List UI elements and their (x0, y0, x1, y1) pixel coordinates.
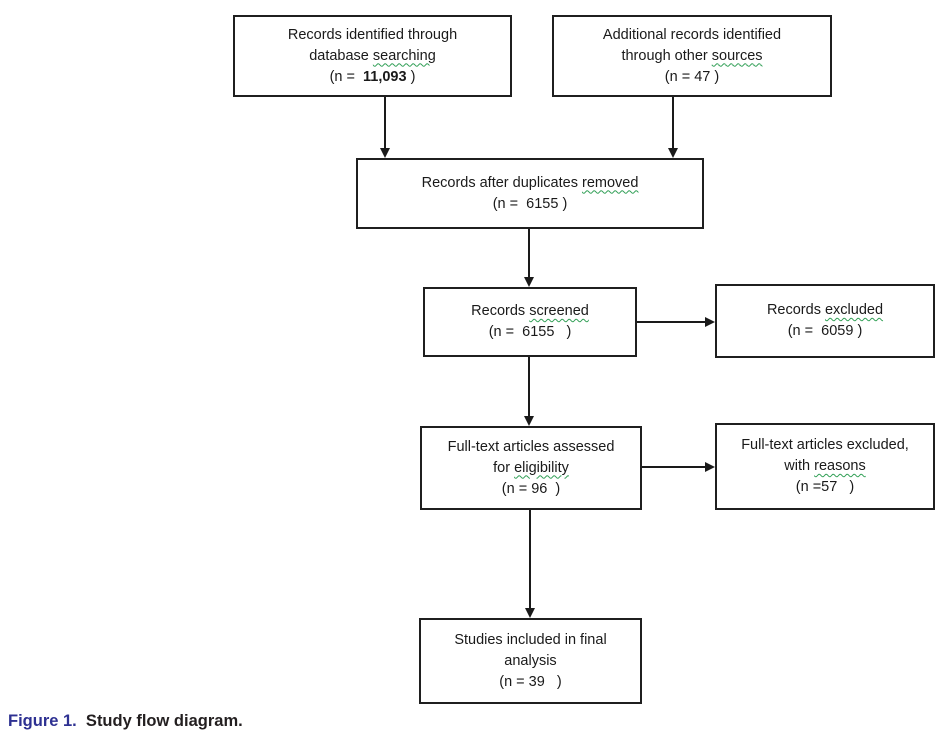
arrow-line (642, 466, 705, 468)
figure-caption: Figure 1. Study flow diagram. (8, 712, 243, 731)
box-text-line: Records after duplicates removed (421, 174, 639, 191)
box-additional-records: Additional records identified through ot… (552, 15, 832, 97)
box-text-line: with reasons (784, 458, 866, 474)
box-fulltext-excluded: Full-text articles excluded, with reason… (715, 423, 935, 510)
arrow-line (529, 510, 531, 608)
arrowhead-down-icon (380, 148, 390, 158)
arrow-line (528, 357, 530, 416)
box-records-identified: Records identified through database sear… (233, 15, 512, 97)
spellcheck-underline: removed (581, 174, 639, 191)
box-text-line: (n = 47 ) (664, 68, 720, 85)
box-text-line: (n = 6059 ) (787, 323, 863, 339)
spellcheck-underline: screened (529, 303, 589, 319)
box-text-line: (n = 39 ) (499, 673, 562, 690)
arrowhead-right-icon (705, 462, 715, 472)
arrow-line (384, 97, 386, 148)
box-text-line: through other sources (621, 47, 763, 64)
arrow-line (672, 97, 674, 148)
figure-caption-text: Study flow diagram. (76, 712, 243, 730)
box-records-screened: Records screened (n = 6155 ) (423, 287, 637, 357)
box-text-line: (n = 6155 ) (492, 195, 568, 212)
spellcheck-underline: reasons (814, 458, 866, 474)
box-text-line: (n = 11,093 ) (329, 68, 416, 85)
spellcheck-underline: eligibility (514, 459, 569, 476)
arrow-line (528, 229, 530, 277)
box-records-excluded: Records excluded (n = 6059 ) (715, 284, 935, 358)
count-value: 11,093 (363, 68, 407, 85)
box-text-line: (n =57 ) (795, 479, 855, 495)
arrowhead-down-icon (525, 608, 535, 618)
box-text-line: database searching (309, 47, 436, 64)
box-text-line: Additional records identified (602, 26, 782, 43)
box-text-line: (n = 96 ) (501, 480, 561, 497)
box-text-line: (n = 6155 ) (488, 324, 572, 340)
spellcheck-underline: searching (372, 47, 436, 64)
box-text-line: Records excluded (766, 302, 884, 318)
box-text-line: Studies included in final (454, 631, 607, 648)
box-text-line: Full-text articles excluded, (741, 437, 909, 453)
box-fulltext-assessed: Full-text articles assessed for eligibil… (420, 426, 642, 510)
arrowhead-down-icon (524, 416, 534, 426)
box-studies-included: Studies included in final analysis (n = … (419, 618, 642, 704)
box-text-line: Records screened (471, 303, 589, 319)
box-duplicates-removed: Records after duplicates removed (n = 61… (356, 158, 704, 229)
arrow-line (637, 321, 705, 323)
spellcheck-underline: sources (711, 47, 763, 64)
figure-label: Figure 1. (8, 712, 77, 730)
box-text-line: Records identified through (287, 26, 458, 43)
arrowhead-down-icon (668, 148, 678, 158)
arrowhead-right-icon (705, 317, 715, 327)
arrowhead-down-icon (524, 277, 534, 287)
box-text-line: Full-text articles assessed (447, 438, 615, 455)
box-text-line: analysis (504, 652, 557, 669)
box-text-line: for eligibility (493, 459, 569, 476)
spellcheck-underline: excluded (824, 302, 884, 318)
